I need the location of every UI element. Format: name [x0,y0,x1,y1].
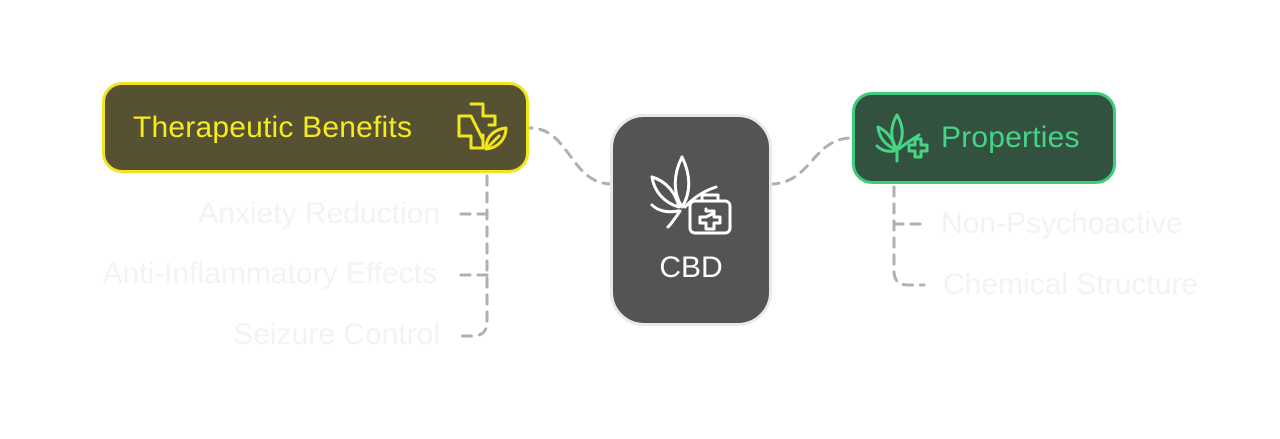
connector-benefits-trunk [456,174,489,338]
cannabis-leaf-with-plus-icon [875,113,929,163]
connector-properties-trunk [892,185,926,287]
branch-label-properties: Properties [941,121,1080,154]
center-label: CBD [659,251,723,284]
branch-label-therapeutic-benefits: Therapeutic Benefits [133,110,413,144]
connector-center-to-properties [768,136,854,186]
leaf-non-psychoactive: Non-Psychoactive [941,207,1183,240]
connector-center-to-benefits [528,126,614,186]
center-node-cbd[interactable]: CBD [610,114,772,326]
leaf-chemical-structure: Chemical Structure [943,268,1199,301]
leaf-seizure-control: Seizure Control [233,318,440,351]
leaf-anti-inflammatory-effects: Anti-Inflammatory Effects [102,257,437,290]
leaf-anxiety-reduction: Anxiety Reduction [198,197,440,230]
cannabis-leaf-with-medical-kit-icon [650,155,732,235]
branch-node-therapeutic-benefits[interactable]: Therapeutic Benefits [102,82,529,173]
branch-node-properties[interactable]: Properties [852,92,1116,184]
medical-cross-with-leaf-icon [457,102,508,150]
